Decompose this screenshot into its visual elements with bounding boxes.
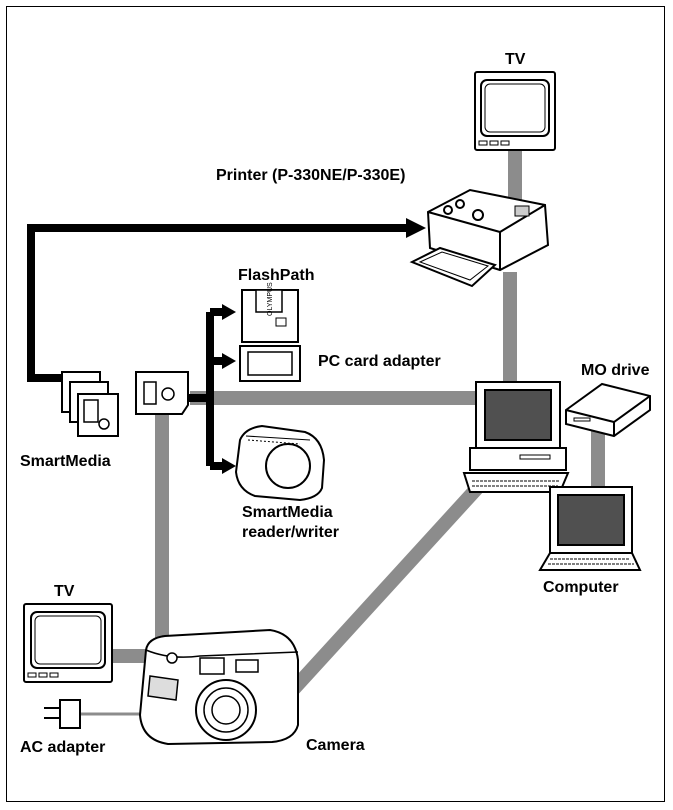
desktop-computer-icon xyxy=(462,381,570,493)
tv-bottom-label: TV xyxy=(54,583,75,600)
mo-drive-icon xyxy=(565,382,651,438)
reader-writer-label-line1: SmartMedia xyxy=(242,504,333,521)
tv-top-label: TV xyxy=(505,51,526,68)
data-transfer-arrows xyxy=(27,218,426,474)
arrow-head-flashpath xyxy=(222,304,236,320)
computer-label: Computer xyxy=(543,579,619,596)
diagram-frame xyxy=(6,6,665,802)
smartmedia-reader-writer-icon xyxy=(234,424,326,502)
smartmedia-single-card-icon xyxy=(135,371,189,415)
ac-adapter-icon xyxy=(44,699,81,729)
arrow-head-reader xyxy=(222,458,236,474)
ac-adapter-label: AC adapter xyxy=(20,739,106,756)
pc-card-adapter-label: PC card adapter xyxy=(318,353,441,370)
smartmedia-cards-icon xyxy=(61,371,119,437)
camera-label: Camera xyxy=(306,737,365,754)
arrow-smartmedia-printer xyxy=(27,224,408,382)
laptop-computer-icon xyxy=(538,486,642,571)
tv-bottom-icon xyxy=(23,603,113,683)
smartmedia-label: SmartMedia xyxy=(20,453,111,470)
printer-icon xyxy=(409,188,550,288)
flashpath-label: FlashPath xyxy=(238,267,315,284)
reader-writer-label-line2: reader/writer xyxy=(242,524,339,541)
flashpath-icon: OLYMPUS xyxy=(241,282,299,343)
line-desktop-camera xyxy=(284,480,486,698)
tv-top-icon xyxy=(474,71,556,151)
mo-drive-label: MO drive xyxy=(581,362,650,379)
printer-label: Printer (P-330NE/P-330E) xyxy=(216,167,406,184)
connection-lines xyxy=(80,150,605,716)
flashpath-card-text: OLYMPUS xyxy=(267,282,274,316)
arrow-head-printer xyxy=(406,218,426,238)
camera-icon xyxy=(138,628,299,746)
arrow-head-pccard xyxy=(222,353,236,369)
pc-card-adapter-icon xyxy=(239,345,301,382)
